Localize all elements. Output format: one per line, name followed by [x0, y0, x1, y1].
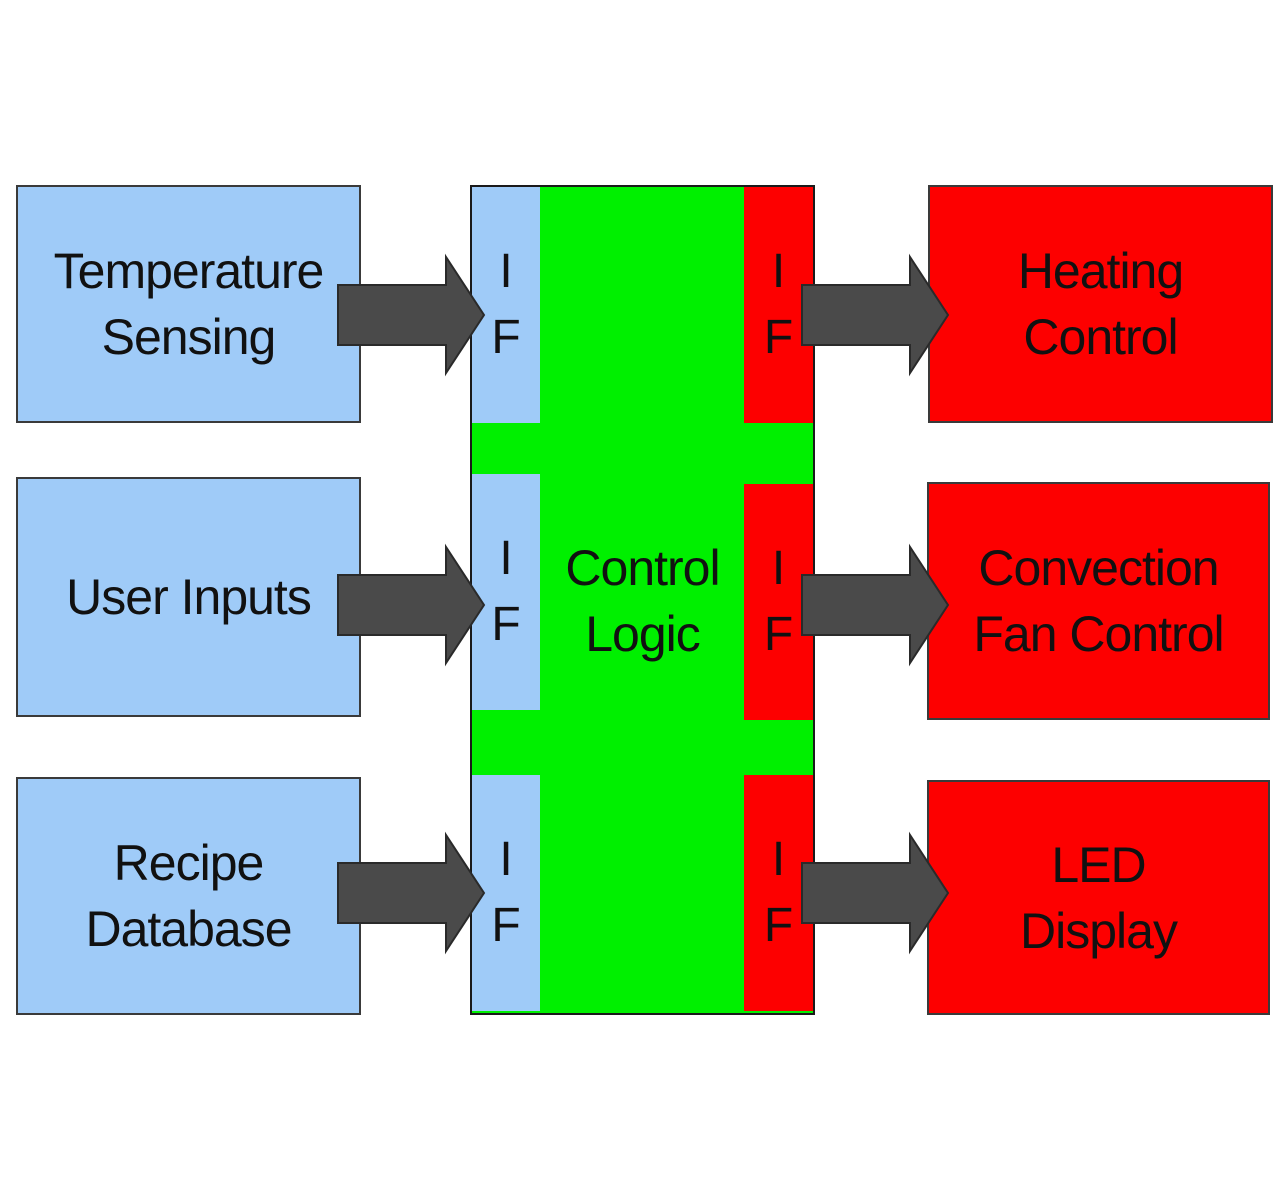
- heating-control-label: Heating Control: [1017, 243, 1184, 365]
- arrow-recipe-to-logic: [337, 831, 486, 955]
- arrow-user-inputs-to-logic: [337, 543, 486, 667]
- heating-control-box: Heating Control: [928, 185, 1273, 423]
- interface-letter-f: F: [491, 899, 521, 952]
- arrow-logic-to-heating: [801, 253, 950, 377]
- arrow-shape: [337, 253, 486, 377]
- interface-letter-f: F: [763, 608, 794, 661]
- arrow-logic-to-convection-fan: [801, 543, 950, 667]
- temperature-sensing-label: Temperature Sensing: [53, 243, 325, 365]
- recipe-database-box: Recipe Database: [16, 777, 361, 1015]
- input-interface-2: I F: [472, 474, 540, 710]
- convection-fan-control-label: Convection Fan Control: [973, 540, 1224, 662]
- arrow-logic-to-led-display: [801, 831, 950, 955]
- arrow-temperature-to-logic: [337, 253, 486, 377]
- interface-letter-i: I: [499, 833, 513, 886]
- interface-letter-f: F: [763, 311, 794, 364]
- interface-letter-f: F: [763, 899, 794, 952]
- arrow-shape: [337, 831, 486, 955]
- user-inputs-box: User Inputs: [16, 477, 361, 717]
- control-logic-label: Control Logic: [565, 540, 720, 662]
- interface-letter-i: I: [499, 532, 513, 585]
- interface-letter-i: I: [771, 833, 786, 886]
- interface-letter-i: I: [771, 542, 786, 595]
- convection-fan-control-box: Convection Fan Control: [927, 482, 1270, 720]
- interface-letter-i: I: [771, 245, 786, 298]
- user-inputs-label: User Inputs: [66, 569, 312, 625]
- interface-letter-f: F: [491, 311, 521, 364]
- interface-letter-i: I: [499, 245, 513, 298]
- temperature-sensing-box: Temperature Sensing: [16, 185, 361, 423]
- recipe-database-label: Recipe Database: [85, 835, 292, 957]
- led-display-label: LED Display: [1020, 836, 1178, 959]
- interface-letter-f: F: [491, 598, 521, 651]
- arrow-shape: [801, 253, 950, 377]
- arrow-shape: [801, 543, 950, 667]
- led-display-box: LED Display: [927, 780, 1270, 1015]
- arrow-shape: [337, 543, 486, 667]
- input-interface-1: I F: [472, 187, 540, 423]
- arrow-shape: [801, 831, 950, 955]
